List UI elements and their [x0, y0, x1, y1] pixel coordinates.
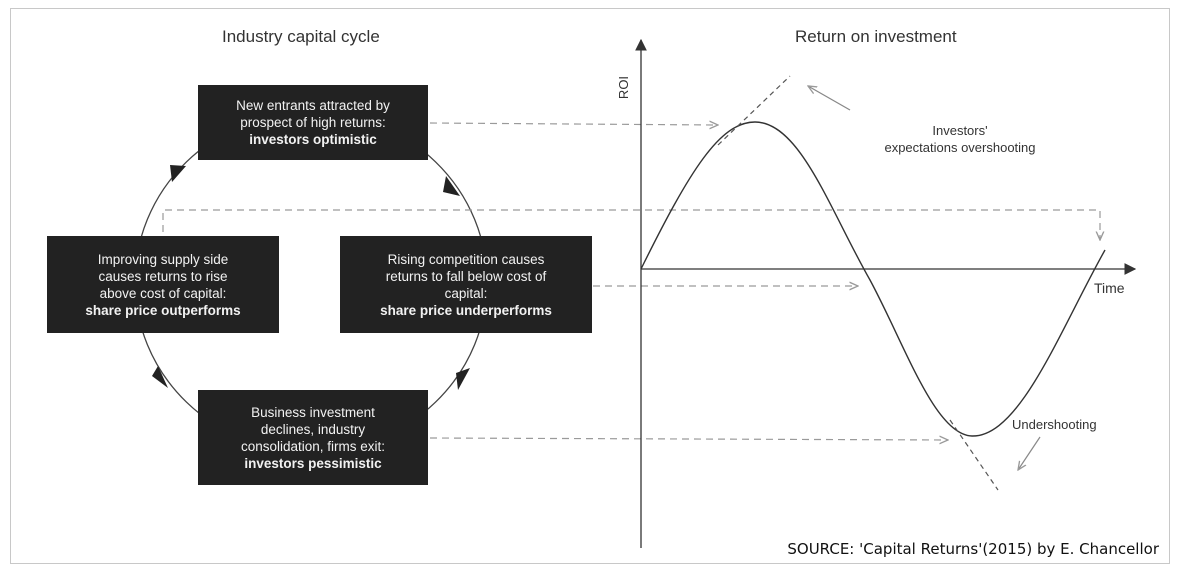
roi-curve: [640, 121, 1106, 437]
cycle-arrow-top-right: [443, 176, 460, 196]
figure-frame: [10, 8, 1170, 564]
box-text-bold: investors pessimistic: [244, 455, 382, 471]
box-investors-optimistic: New entrants attracted by prospect of hi…: [198, 85, 428, 160]
box-text-bold: share price outperforms: [85, 302, 241, 318]
x-axis-label: Time: [1094, 280, 1125, 296]
undershoot-annotation: Undershooting: [1012, 417, 1097, 432]
box-investors-pessimistic: Business investment declines, industry c…: [198, 390, 428, 485]
connector-pessimistic: [429, 438, 948, 440]
overshoot-line: Investors': [932, 123, 988, 138]
box-text-bold: investors optimistic: [249, 132, 377, 147]
box-share-price-outperforms: Improving supply side causes returns to …: [47, 236, 279, 333]
box-text-line: prospect of high returns:: [240, 115, 386, 130]
right-panel-title: Return on investment: [795, 27, 957, 46]
box-text-line: capital:: [444, 285, 488, 301]
overshoot-annotation: Investors' expectations overshooting: [860, 122, 1060, 156]
undershoot-pointer: [1018, 436, 1041, 470]
cycle-arrow-top-left: [170, 165, 186, 182]
y-axis-label: ROI: [616, 75, 632, 100]
cycle-arrow-bottom-left: [152, 366, 168, 388]
box-text-line: causes returns to rise: [98, 268, 228, 284]
source-caption: SOURCE: 'Capital Returns'(2015) by E. Ch…: [783, 538, 1163, 560]
overshoot-dashed: [717, 75, 791, 146]
box-text-line: New entrants attracted by: [236, 98, 390, 113]
left-panel-title: Industry capital cycle: [222, 27, 380, 46]
box-text-line: consolidation, firms exit:: [240, 438, 386, 454]
box-text-line: Improving supply side: [97, 251, 229, 267]
connector-outperforms: [162, 209, 1100, 244]
box-text-line: declines, industry: [260, 421, 366, 437]
box-text-bold: share price underperforms: [380, 302, 552, 318]
box-text-line: above cost of capital:: [99, 285, 227, 301]
cycle-arrow-bottom-right: [456, 368, 470, 390]
box-text-line: Business investment: [251, 404, 375, 420]
overshoot-line: expectations overshooting: [884, 140, 1036, 155]
overshoot-pointer: [808, 86, 851, 111]
box-text-line: Rising competition causes: [387, 251, 545, 267]
box-share-price-underperforms: Rising competition causes returns to fal…: [340, 236, 592, 333]
box-text-line: returns to fall below cost of: [385, 268, 547, 284]
connector-optimistic: [429, 123, 718, 125]
